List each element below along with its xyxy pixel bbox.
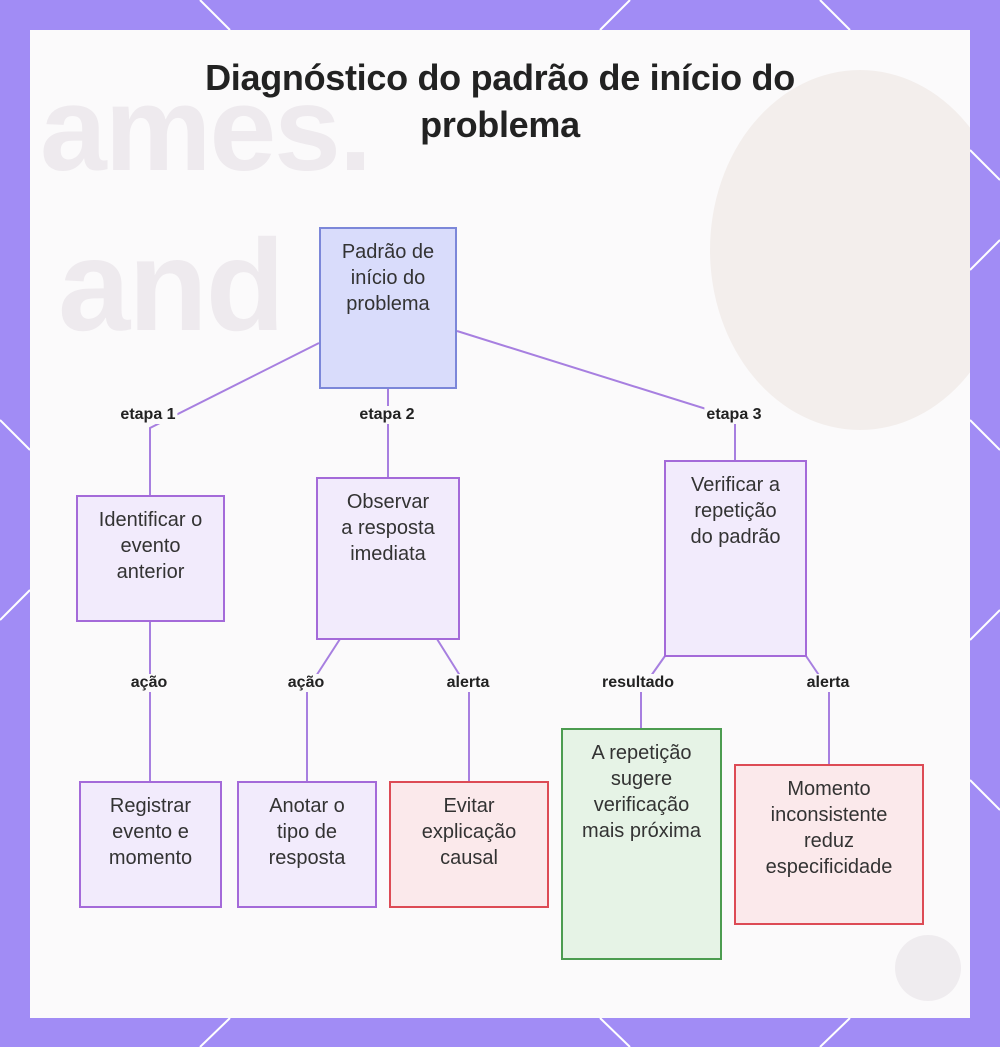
edge-label-etapa-1: etapa 1 <box>118 406 178 424</box>
node-step-2: Observar a resposta imediata <box>316 477 460 640</box>
edge-root-step1 <box>149 342 320 495</box>
edge-step2-leaf3 <box>436 638 470 781</box>
node-step-2-label: Observar a resposta imediata <box>341 491 435 565</box>
node-step-1-label: Identificar o evento anterior <box>98 509 203 583</box>
node-root-label: Padrão de início do problema <box>341 241 435 315</box>
node-leaf-3: Evitar explicação causal <box>389 781 549 908</box>
edge-label-acao-1: ação <box>128 674 170 692</box>
node-leaf-1-label: Registrar evento e momento <box>108 795 193 869</box>
node-step-3: Verificar a repetição do padrão <box>664 460 807 657</box>
watermark-logo <box>895 935 961 1001</box>
edge-label-alerta-2: alerta <box>804 674 852 692</box>
edge-label-etapa-3: etapa 3 <box>704 406 764 424</box>
node-leaf-5: Momento inconsistente reduz especificida… <box>734 764 924 925</box>
node-leaf-3-label: Evitar explicação causal <box>421 795 517 869</box>
diagram-title: Diagnóstico do padrão de início do probl… <box>205 57 795 145</box>
node-root: Padrão de início do problema <box>319 227 457 389</box>
node-leaf-5-label: Momento inconsistente reduz especificida… <box>765 778 893 878</box>
node-step-1: Identificar o evento anterior <box>76 495 225 622</box>
background-ghost-text: and <box>58 212 285 358</box>
edge-root-step3 <box>456 330 736 460</box>
background-ghost-text: ames. <box>40 62 372 196</box>
node-step-3-label: Verificar a repetição do padrão <box>690 474 781 548</box>
edge-label-etapa-2: etapa 2 <box>357 406 417 424</box>
edge-step2-leaf2 <box>306 638 341 781</box>
edge-label-acao-2: ação <box>285 674 327 692</box>
node-leaf-2: Anotar o tipo de resposta <box>237 781 377 908</box>
edge-label-resultado: resultado <box>599 674 677 692</box>
node-leaf-4: A repetição sugere verificação mais próx… <box>561 728 722 960</box>
node-leaf-4-label: A repetição sugere verificação mais próx… <box>582 742 701 842</box>
node-leaf-2-label: Anotar o tipo de resposta <box>268 795 346 869</box>
background-ghost-shape <box>710 70 970 430</box>
node-leaf-1: Registrar evento e momento <box>79 781 222 908</box>
edge-step3-leaf4 <box>640 655 666 728</box>
edge-step3-leaf5 <box>805 655 830 764</box>
edge-label-alerta-1: alerta <box>444 674 492 692</box>
